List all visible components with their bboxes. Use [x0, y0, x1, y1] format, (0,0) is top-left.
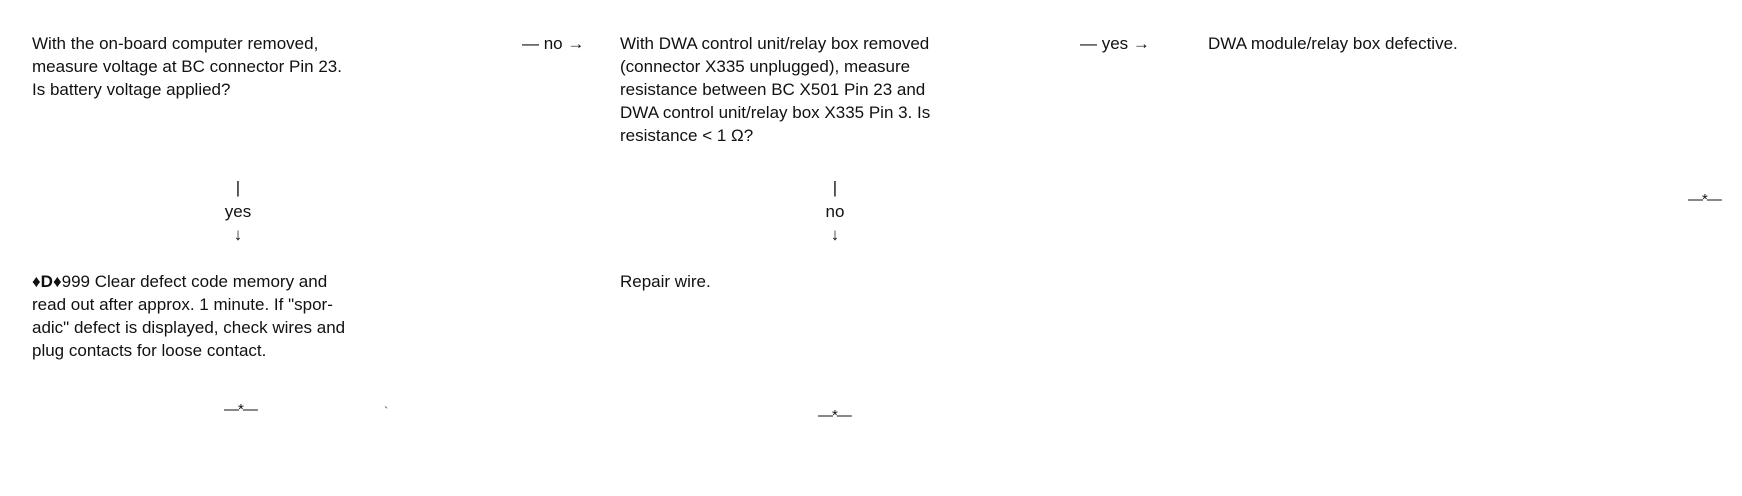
step2-question: With DWA control unit/relay box removed …: [620, 32, 930, 147]
result-repair-wire: Repair wire.: [620, 272, 711, 291]
step2-line-4: DWA control unit/relay box X335 Pin 3. I…: [620, 103, 931, 122]
down-arrow-icon: ↓: [830, 225, 840, 244]
arrow-yes-step2-to-result: — yes →: [1080, 34, 1150, 53]
step3-line-4: plug contacts for loose contact.: [32, 341, 267, 360]
connector-no-label: no: [825, 202, 845, 221]
stray-mark: `: [384, 404, 389, 419]
step1-question: With the on-board computer removed, meas…: [32, 32, 342, 101]
step3-line-2: read out after approx. 1 minute. If "spo…: [32, 295, 333, 314]
connector-yes-down: | yes ↓: [208, 176, 268, 246]
step2-line-2: (connector X335 unplugged), measure: [620, 57, 911, 76]
end-marker-step3: —*—: [224, 401, 258, 418]
step3-action: ♦D♦999 Clear defect code memory and read…: [32, 270, 345, 362]
connector-no-bar: |: [832, 178, 838, 197]
step1-line-2: measure voltage at BC connector Pin 23.: [32, 57, 342, 76]
end-marker-result: —*—: [1688, 191, 1722, 208]
connector-yes-label: yes: [224, 202, 252, 221]
connector-yes-bar: |: [235, 178, 241, 197]
step3-line-1-text: 999 Clear defect code memory and: [61, 272, 328, 291]
step3-line-3: adic" defect is displayed, check wires a…: [32, 318, 346, 337]
connector-no-down: | no ↓: [805, 176, 865, 246]
step3-line-1: ♦D♦999 Clear defect code memory and: [32, 270, 345, 293]
step1-line-3: Is battery voltage applied?: [32, 80, 231, 99]
defect-code-marker: ♦D♦: [32, 272, 62, 291]
step2-line-5: resistance < 1 Ω?: [620, 126, 754, 145]
result-module-defective: DWA module/relay box defective.: [1208, 34, 1458, 53]
step2-line-3: resistance between BC X501 Pin 23 and: [620, 80, 926, 99]
end-marker-repair: —*—: [818, 407, 852, 424]
step2-line-1: With DWA control unit/relay box removed: [620, 34, 930, 53]
arrow-no-step1-to-step2: — no →: [522, 34, 585, 53]
step1-line-1: With the on-board computer removed,: [32, 34, 319, 53]
down-arrow-icon: ↓: [233, 225, 243, 244]
